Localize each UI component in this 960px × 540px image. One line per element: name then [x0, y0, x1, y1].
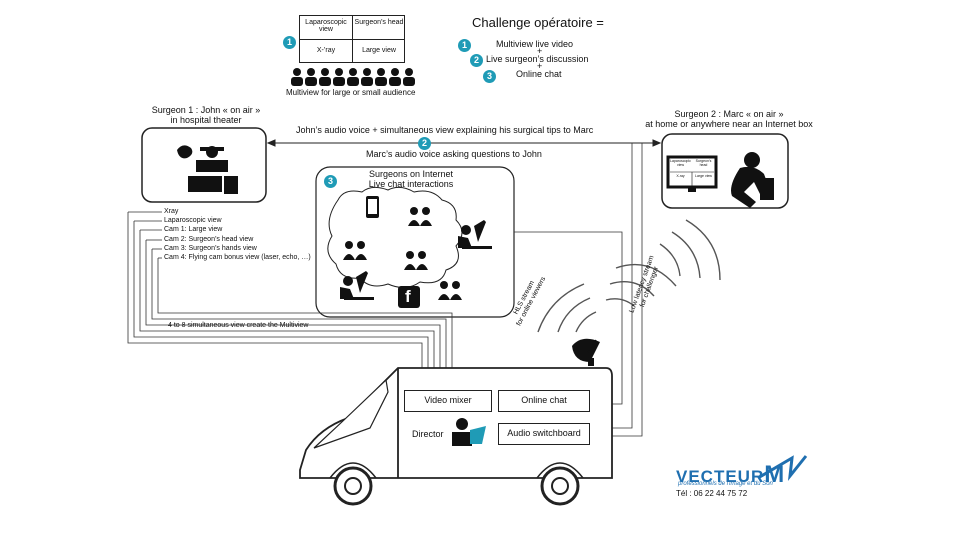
- multiview-cell-large: Large view: [362, 47, 396, 54]
- cloud-title: Surgeons on Internet: [368, 169, 454, 179]
- group-icon: [404, 251, 428, 270]
- brand-name: VECTEURM: [676, 461, 786, 488]
- source-cam2: Cam 2: Surgeon’s head view: [164, 236, 254, 243]
- audio-switchboard-label: Audio switchboard: [507, 428, 581, 438]
- brand-phone: Tél : 06 22 44 75 72: [676, 489, 748, 498]
- surgeon1-subtitle: in hospital theater: [170, 115, 242, 125]
- challenge-plus-2: +: [537, 61, 543, 71]
- facebook-letter: f: [405, 287, 411, 306]
- cloud-shape: [327, 186, 463, 288]
- surgeon1-title: Surgeon 1 : John « on air »: [151, 105, 261, 115]
- monitor2-cell-1: Laparoscopic view: [670, 159, 691, 167]
- brand-name-part2: M: [764, 461, 786, 488]
- source-cam4: Cam 4: Flying cam bonus view (laser, ech…: [164, 254, 311, 261]
- director-icon: [452, 418, 486, 446]
- chat-users-icons: [340, 196, 492, 308]
- director-label: Director: [412, 429, 444, 439]
- group-icon: [343, 241, 367, 260]
- van-wheel: [333, 466, 580, 506]
- laptop-user-icon: [340, 271, 374, 300]
- challenge-badge-2: 2: [470, 54, 483, 67]
- brand-tagline: professionnels de l'image et du Son: [678, 481, 773, 487]
- cloud-box: [315, 166, 515, 318]
- challenge-badge-1: 1: [458, 39, 471, 52]
- challenge-item-1: Multiview live video: [496, 39, 574, 49]
- multiview-cell-xray: X-’ray: [316, 47, 336, 54]
- wheel-arch: [329, 462, 584, 479]
- brand-logo-swoosh: [757, 455, 808, 481]
- challenge-badge-3: 3: [483, 70, 496, 83]
- monitor2-cell-3: X-ray: [676, 174, 685, 178]
- source-xray: Xray: [164, 208, 179, 215]
- link-badge: 2: [418, 137, 431, 150]
- audience-icon: [291, 68, 415, 86]
- brand-name-part1: VECTEUR: [676, 467, 765, 486]
- organ-icon: [177, 145, 193, 159]
- video-mixer-box: Video mixer: [404, 390, 492, 412]
- cloud-subtitle: Live chat interactions: [368, 179, 454, 189]
- monitor2-cell-2: Surgeon's head: [695, 159, 712, 167]
- online-chat-box: Online chat: [498, 390, 590, 412]
- multiview-cell-head: Surgeon’s head: [354, 19, 404, 26]
- group-icon: [408, 207, 432, 226]
- audio-link-arrows: [266, 139, 662, 147]
- surgeon-at-table-icon: [188, 146, 238, 194]
- group-icon: [438, 281, 462, 300]
- laptop-user-icon: [458, 220, 492, 249]
- cloud-badge: 3: [324, 175, 337, 188]
- source-cam3: Cam 3: Surgeon’s hands view: [164, 245, 257, 252]
- wave-arcs: [537, 219, 721, 333]
- link-top-text: John’s audio voice + simultaneous view e…: [296, 125, 594, 135]
- audio-switchboard-box: Audio switchboard: [498, 423, 590, 445]
- online-chat-label: Online chat: [521, 395, 567, 405]
- surgeon2-title: Surgeon 2 : Marc « on air »: [674, 109, 784, 119]
- source-laparoscopic: Laparoscopic view: [164, 217, 222, 224]
- monitor-icon: [666, 155, 718, 192]
- link-bottom-text: Marc’s audio voice asking questions to J…: [366, 149, 542, 159]
- challenge-title: Challenge opératoire =: [472, 15, 604, 30]
- doctor-sitting-icon: [731, 152, 774, 208]
- challenge-plus-1: +: [537, 46, 543, 56]
- multiview-note: 4 to 8 simultaneous view create the Mult…: [168, 322, 309, 329]
- challenge-item-3: Online chat: [516, 69, 562, 79]
- satellite-dish-icon: [572, 338, 600, 366]
- surgeon2-subtitle: at home or anywhere near an Internet box: [645, 119, 813, 129]
- video-mixer-label: Video mixer: [424, 395, 472, 405]
- challenge-item-2: Live surgeon’s discussion: [486, 54, 589, 64]
- multiview-grid: Laparoscopic view Surgeon’s head X-’ray …: [299, 15, 405, 63]
- source-cam1: Cam 1: Large view: [164, 226, 223, 233]
- monitor2-cell-4: Large view: [695, 174, 712, 178]
- multiview-badge: 1: [283, 36, 296, 49]
- multiview-cell-laparoscopic: Laparoscopic view: [305, 19, 347, 34]
- multiview-caption: Multiview for large or small audience: [286, 88, 416, 97]
- facebook-icon: [398, 286, 420, 308]
